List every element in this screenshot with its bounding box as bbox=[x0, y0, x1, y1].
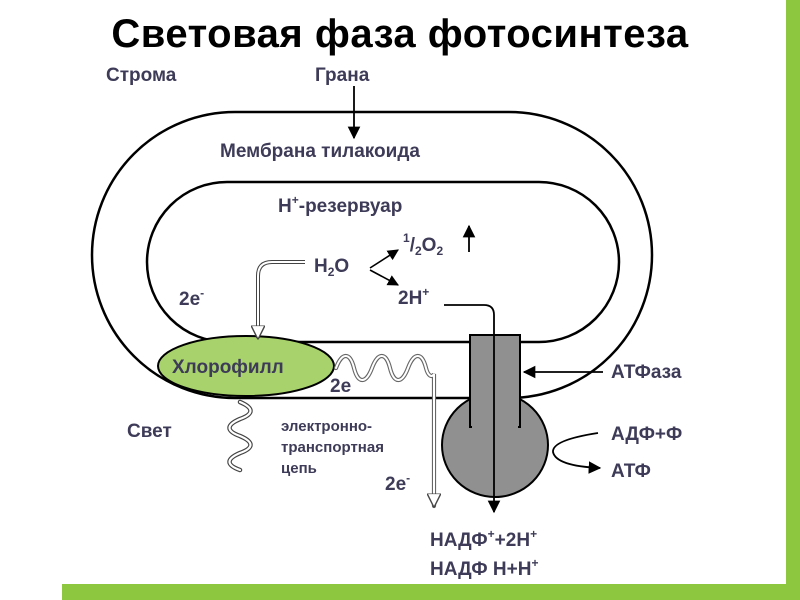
oxygen-label: 1/2O2 bbox=[403, 231, 443, 258]
atp-synthase-stalk bbox=[469, 334, 521, 428]
electrons-out-label: 2e- bbox=[385, 471, 410, 495]
frame-accent-bottom bbox=[62, 584, 800, 600]
grana-label: Грана bbox=[315, 65, 370, 86]
slide-title: Световая фаза фотосинтеза bbox=[111, 12, 689, 56]
nadp-label-line1: НАДФ++2H+ bbox=[430, 527, 537, 551]
thylakoid-lumen bbox=[145, 180, 621, 344]
thylakoid-membrane-label: Мембрана тилакоида bbox=[220, 141, 420, 162]
chlorophyll-complex bbox=[157, 335, 335, 397]
etc-label-line2: транспортная bbox=[281, 439, 384, 456]
water-to-oxygen-arrow bbox=[369, 249, 399, 269]
electrons-to-chlorophyll-label: 2e- bbox=[179, 286, 204, 310]
atp-synthase bbox=[441, 334, 549, 498]
proton-flow-arrow bbox=[444, 304, 501, 514]
stroma-label: Строма bbox=[106, 65, 177, 86]
frame-accent-right bbox=[786, 0, 800, 600]
h-reservoir-label: H+-резервуар bbox=[278, 193, 402, 217]
water-label: H2O bbox=[314, 256, 349, 279]
protons-label: 2H+ bbox=[398, 285, 429, 309]
light-label: Свет bbox=[127, 421, 172, 442]
thylakoid-outer-membrane bbox=[90, 110, 654, 400]
adp-to-atp-arrow bbox=[552, 432, 602, 474]
water-to-protons-arrow bbox=[369, 269, 399, 286]
adp-label: АДФ+Ф bbox=[611, 424, 682, 445]
chlorophyll-label: Хлорофилл bbox=[172, 357, 284, 378]
etc-label-line3: цепь bbox=[281, 460, 317, 477]
nadp-label-line2: НАДФ H+H+ bbox=[430, 556, 538, 580]
atp-label: АТФ bbox=[611, 461, 651, 482]
electrons-from-chlorophyll-label: 2e bbox=[330, 376, 351, 397]
atp-synthase-label: АТФаза bbox=[611, 362, 682, 383]
diagram-labels: Строма Грана Мембрана тилакоида H+-резер… bbox=[106, 65, 682, 580]
etc-label-line1: электронно- bbox=[281, 418, 372, 435]
